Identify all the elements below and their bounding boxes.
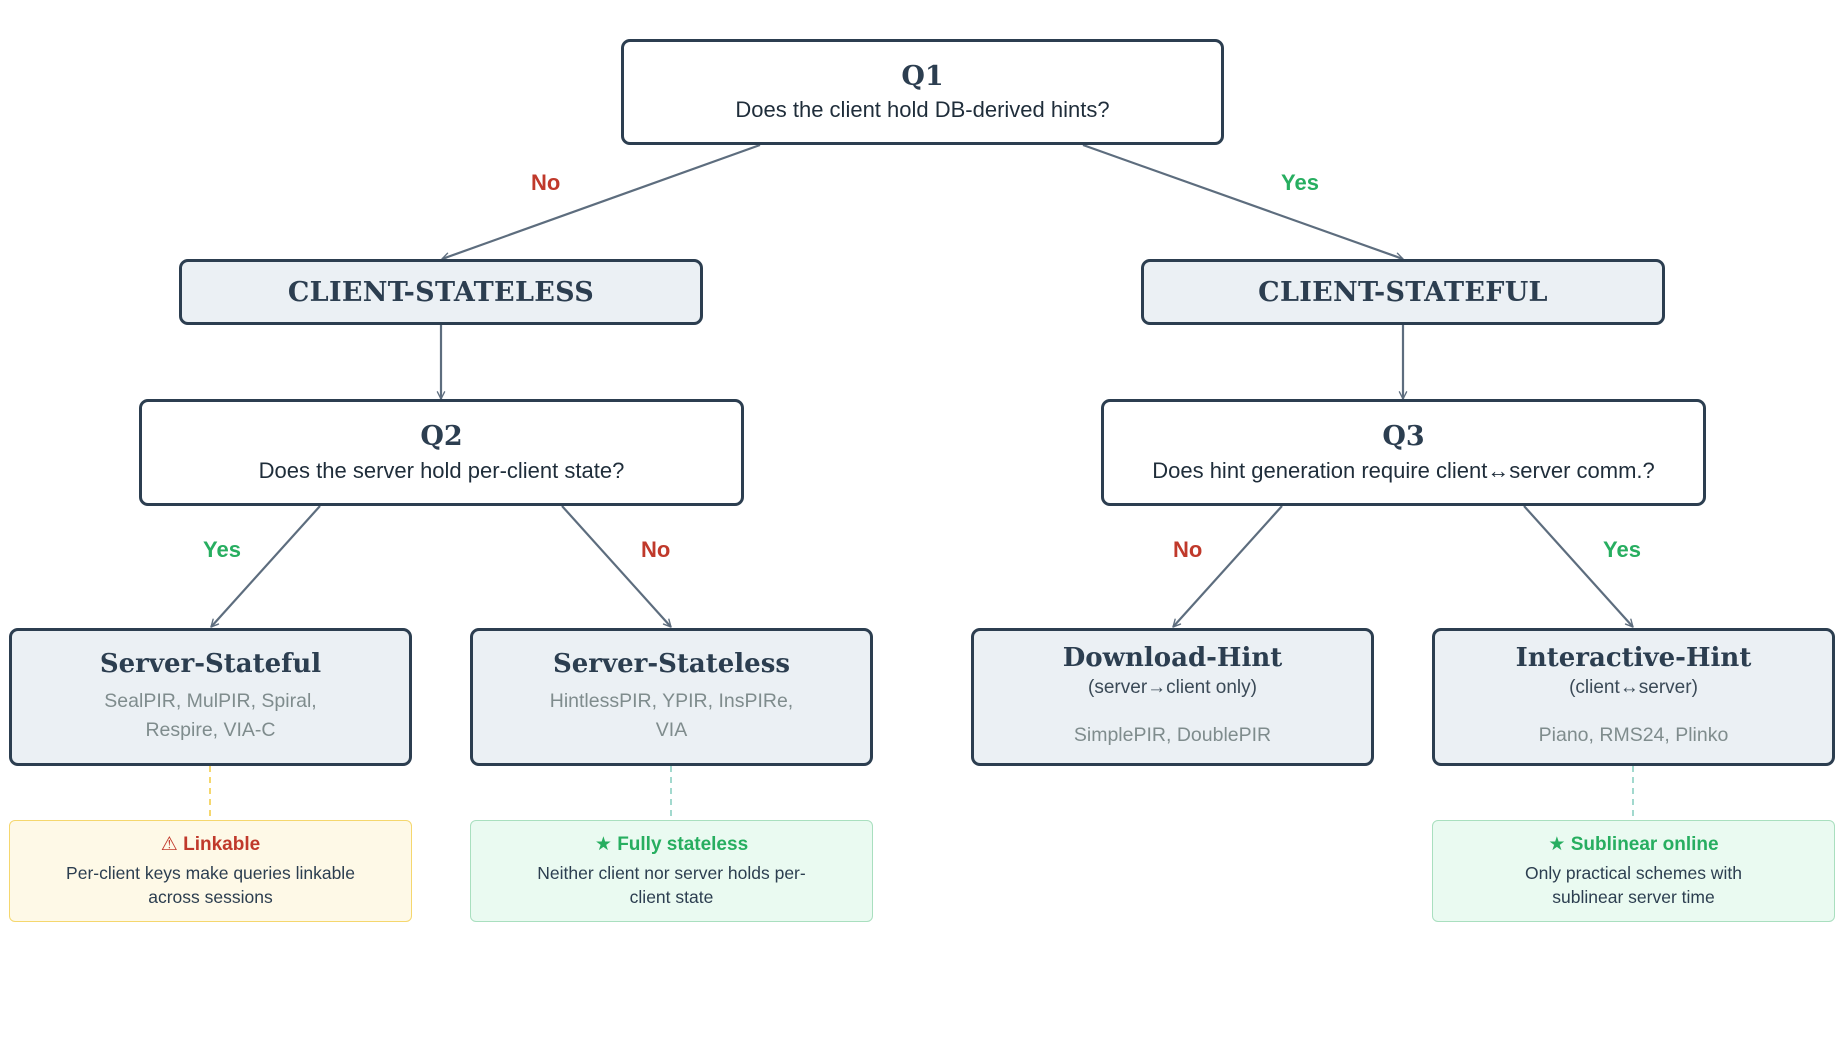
sublinear-online-note-heading: ★ Sublinear online — [1548, 833, 1718, 856]
fully-stateless-note: ★ Fully stateless Neither client nor ser… — [470, 820, 873, 922]
edge-q2-to-server-stateless — [561, 505, 672, 628]
interactive-hint-node: Interactive-Hint (client↔server) Piano, … — [1432, 628, 1835, 766]
client-stateful-node: CLIENT-STATEFUL — [1141, 259, 1665, 325]
warning-icon: ⚠ — [160, 833, 178, 855]
download-hint-node: Download-Hint (server→client only) Simpl… — [971, 628, 1374, 766]
edge-label-q1-yes: Yes — [1281, 170, 1319, 195]
sublinear-online-note-title: Sublinear online — [1570, 833, 1719, 855]
download-hint-subtitle: (server→client only) — [1088, 677, 1257, 699]
linkable-note-heading: ⚠ Linkable — [161, 833, 260, 856]
edge-label-q2-no: No — [641, 537, 671, 562]
q3-node: Q3 Does hint generation require client↔s… — [1101, 399, 1706, 506]
client-stateless-node: CLIENT-STATELESS — [179, 259, 703, 325]
interactive-hint-examples: Piano, RMS24, Plinko — [1538, 724, 1729, 747]
star-icon: ★ — [594, 833, 612, 855]
server-stateful-title: Server-Stateful — [99, 648, 322, 679]
fully-stateless-note-title: Fully stateless — [617, 833, 749, 855]
linkable-note: ⚠ Linkable Per-client keys make queries … — [9, 820, 412, 922]
server-stateless-node: Server-Stateless HintlessPIR, YPIR, InsP… — [470, 628, 873, 766]
client-stateful-title: CLIENT-STATEFUL — [1258, 276, 1548, 308]
edge-label-q1-no: No — [531, 170, 561, 195]
q2-question: Does the server hold per-client state? — [258, 457, 625, 483]
fully-stateless-note-text: Neither client nor server holds per-clie… — [537, 862, 806, 907]
q3-title: Q3 — [1382, 421, 1425, 453]
q1-title: Q1 — [901, 60, 944, 92]
edge-label-q2-yes: Yes — [203, 537, 241, 562]
q1-question: Does the client hold DB-derived hints? — [735, 97, 1110, 123]
sublinear-online-note-text: Only practical schemes with sublinear se… — [1525, 862, 1742, 907]
q2-node: Q2 Does the server hold per-client state… — [139, 399, 744, 506]
edge-label-q3-no: No — [1173, 537, 1203, 562]
q2-title: Q2 — [420, 421, 463, 453]
fully-stateless-note-heading: ★ Fully stateless — [595, 833, 748, 856]
q3-question: Does hint generation require client↔serv… — [1152, 457, 1655, 483]
edge-q2-to-server-stateful — [210, 505, 321, 628]
sublinear-online-note: ★ Sublinear online Only practical scheme… — [1432, 820, 1835, 922]
edge-q3-to-interactive-hint — [1523, 505, 1634, 628]
client-stateless-title: CLIENT-STATELESS — [287, 276, 595, 308]
edge-q1-to-client-stateless — [441, 143, 761, 261]
server-stateful-examples: SealPIR, MulPIR, Spiral, Respire, VIA-C — [104, 689, 317, 741]
server-stateless-examples: HintlessPIR, YPIR, InsPIRe, VIA — [549, 689, 794, 741]
edge-q1-to-client-stateful — [1082, 143, 1404, 261]
server-stateless-title: Server-Stateless — [552, 648, 791, 679]
linkable-note-title: Linkable — [183, 833, 261, 855]
interactive-hint-title: Interactive-Hint — [1515, 643, 1752, 674]
download-hint-title: Download-Hint — [1062, 643, 1283, 674]
star-icon: ★ — [1548, 833, 1566, 855]
edge-label-q3-yes: Yes — [1603, 537, 1641, 562]
server-stateful-node: Server-Stateful SealPIR, MulPIR, Spiral,… — [9, 628, 412, 766]
interactive-hint-subtitle: (client↔server) — [1569, 677, 1698, 699]
linkable-note-text: Per-client keys make queries linkable ac… — [66, 862, 355, 907]
edge-q3-to-download-hint — [1172, 505, 1283, 628]
download-hint-examples: SimplePIR, DoublePIR — [1073, 724, 1272, 747]
q1-node: Q1 Does the client hold DB-derived hints… — [621, 39, 1224, 145]
